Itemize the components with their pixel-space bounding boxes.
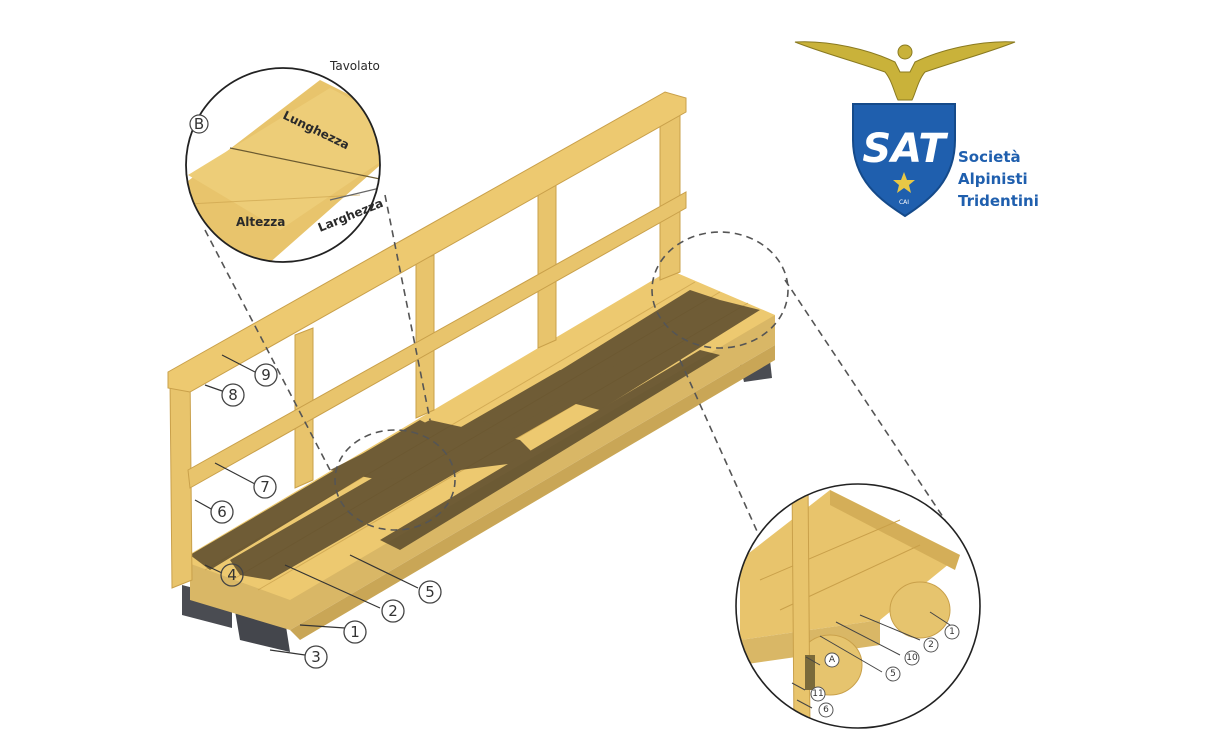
svg-text:1: 1 xyxy=(949,627,955,637)
svg-text:2: 2 xyxy=(928,640,934,650)
logo-line-2: Alpinisti xyxy=(958,170,1028,188)
callout-9: 9 xyxy=(254,363,278,387)
svg-text:A: A xyxy=(829,655,836,665)
callouts-main: 1 2 3 4 5 6 7 8 9 xyxy=(210,363,442,669)
svg-text:10: 10 xyxy=(906,653,918,663)
callouts-detail: 1 2 10 5 A 11 6 xyxy=(810,624,960,718)
detail-callout-11: 11 xyxy=(810,686,826,702)
walkway-structure xyxy=(167,91,775,652)
tavolato-title: Tavolato xyxy=(329,59,380,73)
callout-2: 2 xyxy=(381,599,405,623)
svg-text:6: 6 xyxy=(823,705,829,715)
top-rail xyxy=(167,91,687,393)
svg-text:7: 7 xyxy=(260,478,270,496)
dim-height: Altezza xyxy=(236,215,285,229)
svg-text:1: 1 xyxy=(350,623,360,641)
svg-text:11: 11 xyxy=(812,689,823,699)
callout-4: 4 xyxy=(220,563,244,587)
detail-tavolato: Tavolato B Lunghezza Altezza Larghezza xyxy=(185,59,385,263)
svg-text:B: B xyxy=(194,115,204,133)
side-beam-lower xyxy=(290,345,775,640)
svg-text:3: 3 xyxy=(311,648,321,666)
detail-callout-6: 6 xyxy=(818,702,834,718)
callout-5: 5 xyxy=(418,580,442,604)
sat-logo: SAT CAI xyxy=(794,41,1016,218)
svg-text:CAI: CAI xyxy=(899,199,909,206)
logo-line-3: Tridentini xyxy=(958,192,1039,210)
svg-text:8: 8 xyxy=(228,386,238,404)
svg-text:6: 6 xyxy=(217,503,227,521)
svg-text:5: 5 xyxy=(890,669,896,679)
svg-text:5: 5 xyxy=(425,583,435,601)
logo-line-1: Società xyxy=(958,148,1021,166)
svg-text:SAT: SAT xyxy=(862,126,948,172)
detail-guides xyxy=(204,194,946,561)
detail-callout-5: 5 xyxy=(885,666,901,682)
callout-1: 1 xyxy=(343,620,367,644)
detail-callout-10: 10 xyxy=(904,650,920,666)
middle-rail xyxy=(187,191,687,489)
marker-b: B xyxy=(189,114,209,134)
eagle-icon xyxy=(794,41,1016,101)
svg-text:4: 4 xyxy=(227,566,237,584)
detail-callout-1: 1 xyxy=(944,624,960,640)
callout-leaders xyxy=(194,354,419,656)
detail-callout-a: A xyxy=(824,652,840,668)
railing-shadow xyxy=(190,290,760,580)
callout-7: 7 xyxy=(253,475,277,499)
svg-text:9: 9 xyxy=(261,366,271,384)
callout-6: 6 xyxy=(210,500,234,524)
sat-logo-text: Società Alpinisti Tridentini xyxy=(958,146,1039,212)
callout-3: 3 xyxy=(304,645,328,669)
detail-callout-2: 2 xyxy=(923,637,939,653)
shield-icon xyxy=(852,103,956,218)
svg-text:2: 2 xyxy=(388,602,398,620)
railing-post xyxy=(659,109,681,281)
callout-8: 8 xyxy=(221,383,245,407)
detail-joint: 1 2 10 5 A 11 6 xyxy=(735,483,981,729)
